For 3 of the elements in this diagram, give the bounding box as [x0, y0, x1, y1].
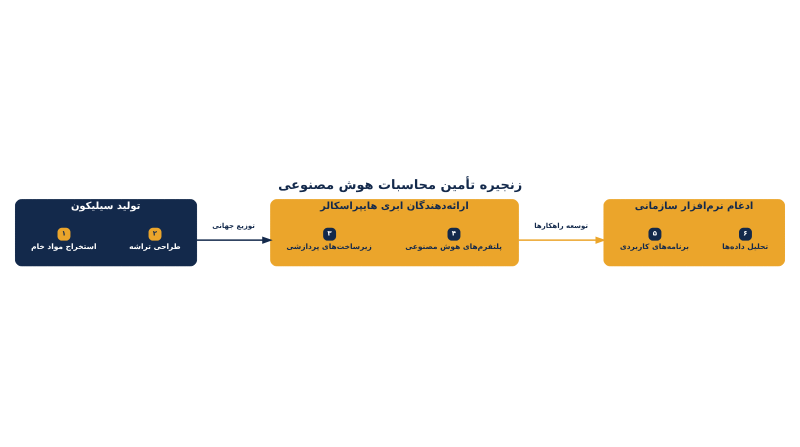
diagram-title: زنجیره تأمین محاسبات هوش مصنوعی — [278, 178, 522, 193]
arrow — [518, 236, 606, 244]
arrow — [196, 236, 273, 244]
